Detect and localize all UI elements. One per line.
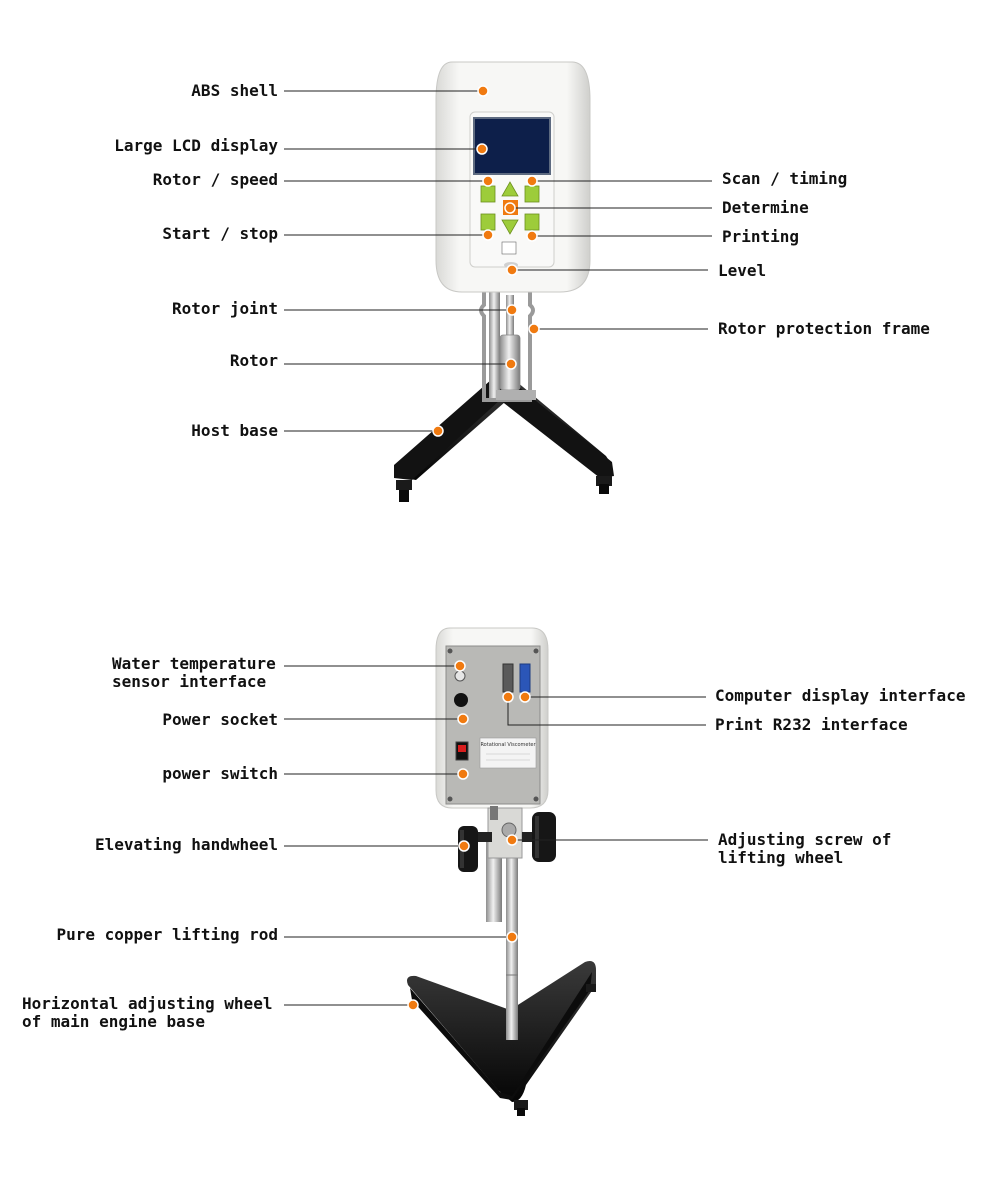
back-power-socket [454, 693, 468, 707]
label-copper-rod: Pure copper lifting rod [56, 925, 278, 944]
label-base-wheel-line1: Horizontal adjusting wheel [22, 994, 273, 1013]
label-adjusting-screw-line2: lifting wheel [718, 848, 844, 867]
front-abs-shell [435, 61, 591, 293]
callout-marker-rotor-speed [482, 175, 494, 187]
label-rotor-protection-frame: Rotor protection frame [718, 319, 930, 338]
back-device: Rotational Viscometer [407, 627, 596, 1116]
front-keypad [480, 181, 540, 268]
label-elevating-handwheel: Elevating handwheel [94, 835, 278, 854]
label-computer-display: Computer display interface [715, 686, 966, 705]
leader-line-print-r232 [507, 697, 706, 726]
callout-marker-adjusting-screw [506, 834, 518, 846]
back-water-temp-port [454, 670, 466, 682]
callout-marker-power-socket [457, 713, 469, 725]
label-water-temp-line1: Water temperature [112, 654, 276, 673]
label-rotor-speed: Rotor / speed [152, 170, 278, 189]
back-print-r232-port [502, 663, 514, 693]
callout-marker-water-temp [454, 660, 466, 672]
callout-marker-rotor-protection [528, 323, 540, 335]
label-abs-shell: ABS shell [191, 81, 278, 100]
callout-marker-computer-display [519, 691, 531, 703]
callout-marker-elevating-wheel [458, 840, 470, 852]
label-rotor-joint: Rotor joint [172, 299, 278, 318]
label-print-r232: Print R232 interface [715, 715, 908, 734]
label-water-temp-line2: sensor interface [112, 672, 267, 691]
label-base-wheel-line2: of main engine base [22, 1012, 206, 1031]
callout-marker-determine [504, 202, 516, 214]
callout-marker-scan-timing [526, 175, 538, 187]
label-power-socket: Power socket [162, 710, 278, 729]
label-lcd-display: Large LCD display [114, 136, 278, 155]
front-device [394, 61, 614, 502]
callout-marker-level [506, 264, 518, 276]
callout-marker-print-r232 [502, 691, 514, 703]
label-determine: Determine [722, 198, 809, 217]
back-rod-sleeve [486, 840, 502, 922]
callout-marker-host-base [432, 425, 444, 437]
callout-marker-power-switch [457, 768, 469, 780]
label-adjusting-screw-line1: Adjusting screw of [718, 830, 892, 849]
back-lifting-rod [506, 800, 518, 1040]
label-printing: Printing [722, 227, 800, 246]
callout-marker-rotor [505, 358, 517, 370]
back-adjusting-screw-wheel [522, 812, 556, 862]
back-shell [435, 627, 549, 809]
label-level: Level [718, 261, 767, 280]
back-nameplate: Rotational Viscometer [479, 737, 536, 769]
front-column [489, 290, 500, 400]
callout-marker-base-wheel [407, 999, 419, 1011]
label-host-base: Host base [191, 421, 278, 440]
callout-marker-abs-shell [477, 85, 489, 97]
callout-marker-start-stop [482, 229, 494, 241]
svg-text:Rotational Viscometer: Rotational Viscometer [480, 742, 536, 748]
callout-marker-lcd-display [476, 143, 488, 155]
label-scan-timing: Scan / timing [722, 169, 848, 188]
callout-marker-copper-rod [506, 931, 518, 943]
back-computer-display-port [519, 663, 531, 693]
label-start-stop: Start / stop [162, 224, 278, 243]
callout-marker-rotor-joint [506, 304, 518, 316]
back-host-base [407, 961, 596, 1116]
callout-marker-printing [526, 230, 538, 242]
label-power-switch: power switch [162, 764, 278, 783]
label-rotor: Rotor [229, 351, 278, 370]
